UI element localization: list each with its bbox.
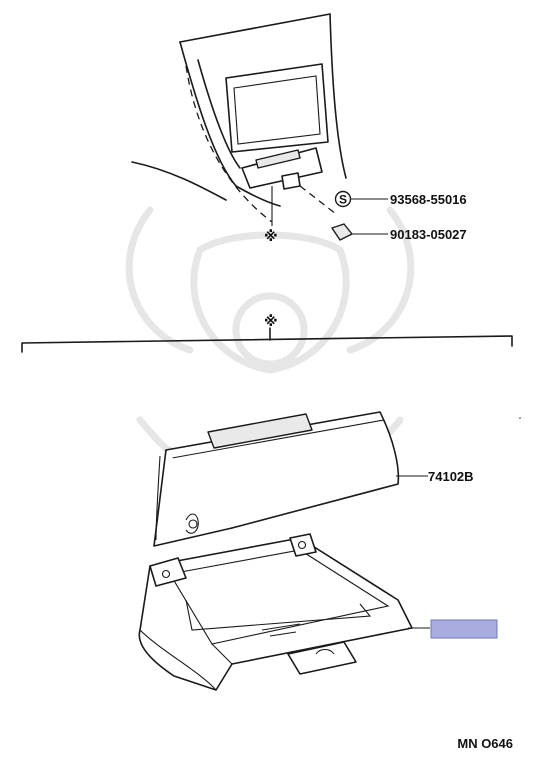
assembly-bracket bbox=[21, 327, 513, 353]
diagram-code: MN O646 bbox=[457, 736, 513, 751]
glove-box-part-number: 74102B bbox=[428, 469, 474, 484]
screw-callout: S 93568-55016 bbox=[334, 190, 467, 208]
highlighted-part-box[interactable] bbox=[430, 619, 498, 639]
glove-box-body bbox=[138, 533, 430, 691]
glove-box-door: 74102B bbox=[153, 411, 474, 547]
instrument-panel bbox=[131, 13, 347, 223]
screw-part-number: 93568-55016 bbox=[390, 192, 467, 207]
subassembly-mark: ※ bbox=[264, 314, 278, 330]
door-lock-icon bbox=[185, 513, 199, 534]
clip-icon bbox=[331, 223, 353, 241]
clip-callout: 90183-05027 bbox=[331, 223, 467, 242]
stray-mark bbox=[519, 417, 521, 419]
clip-part-number: 90183-05027 bbox=[390, 227, 467, 242]
screw-symbol-icon bbox=[334, 190, 352, 208]
screw-symbol: S bbox=[339, 193, 347, 207]
installed-glove-box bbox=[241, 147, 337, 226]
assembly-mark: ※ bbox=[264, 229, 278, 245]
